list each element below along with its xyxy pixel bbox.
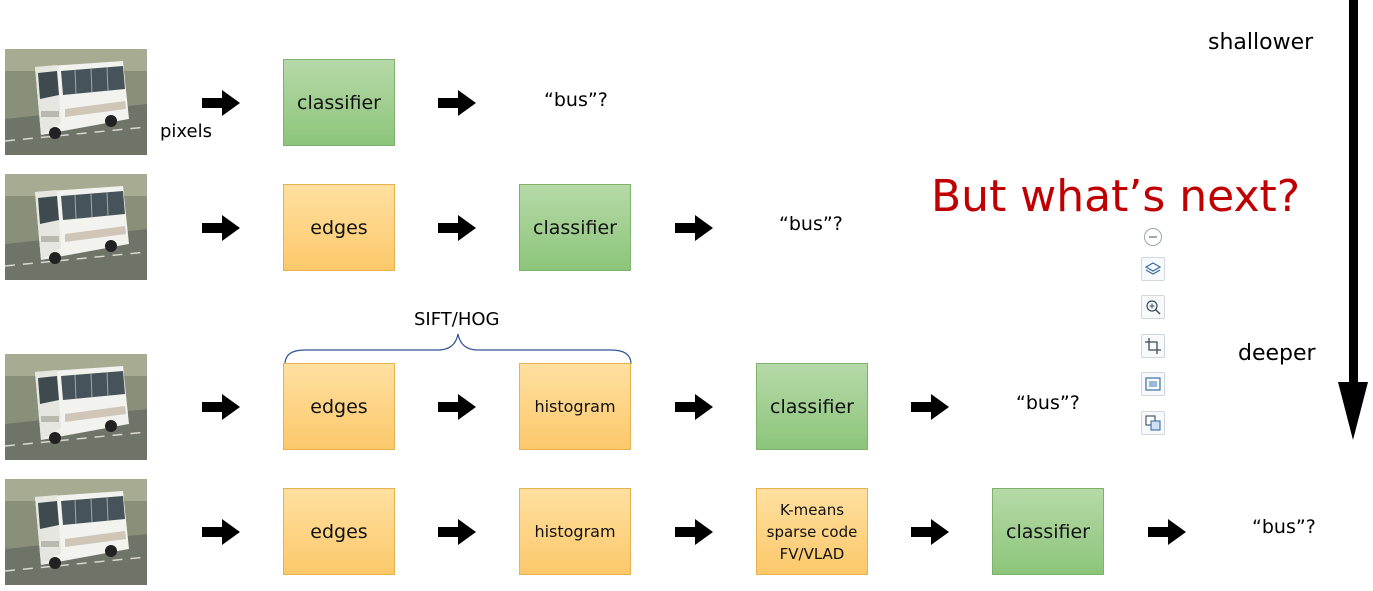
histogram-box: histogram xyxy=(519,488,631,575)
arrow-right-icon xyxy=(438,394,476,420)
arrow-right-icon xyxy=(675,519,713,545)
arrow-right-icon xyxy=(911,394,949,420)
classifier-box: classifier xyxy=(519,184,631,271)
edges-box: edges xyxy=(283,363,395,450)
arrow-right-icon xyxy=(675,394,713,420)
bus-photo xyxy=(5,479,147,585)
depth-arrow xyxy=(1338,0,1368,440)
box-label: classifier xyxy=(1006,520,1090,543)
bus-photo xyxy=(5,174,147,280)
box-label: classifier xyxy=(297,91,381,114)
compare-icon[interactable] xyxy=(1141,411,1165,435)
bus-photo xyxy=(5,49,147,155)
output-label: “bus”? xyxy=(1252,516,1316,538)
arrow-right-icon xyxy=(202,519,240,545)
arrow-right-icon xyxy=(202,215,240,241)
bus-photo xyxy=(5,354,147,460)
box-label: classifier xyxy=(770,395,854,418)
edges-box: edges xyxy=(283,488,395,575)
shallower-label: shallower xyxy=(1208,30,1314,55)
crop-icon[interactable] xyxy=(1141,334,1165,358)
layers-icon[interactable] xyxy=(1141,257,1165,281)
box-label: edges xyxy=(310,216,368,239)
deeper-label: deeper xyxy=(1238,341,1316,366)
output-label: “bus”? xyxy=(544,89,608,111)
arrow-right-icon xyxy=(438,215,476,241)
output-label: “bus”? xyxy=(1016,392,1080,414)
classifier-box: classifier xyxy=(992,488,1104,575)
box-label: edges xyxy=(310,520,368,543)
arrow-right-icon xyxy=(438,90,476,116)
classifier-box: classifier xyxy=(756,363,868,450)
box-label: histogram xyxy=(534,522,616,541)
pixels-label: pixels xyxy=(160,121,212,142)
box-label: K-means sparse code FV/VLAD xyxy=(766,500,858,563)
box-label: edges xyxy=(310,395,368,418)
arrow-right-icon xyxy=(1148,519,1186,545)
histogram-box: histogram xyxy=(519,363,631,450)
output-label: “bus”? xyxy=(779,213,843,235)
headline: But what’s next? xyxy=(931,171,1301,222)
sift-hog-label: SIFT/HOG xyxy=(414,309,500,330)
edges-box: edges xyxy=(283,184,395,271)
collapse-icon[interactable] xyxy=(1144,228,1162,246)
arrow-right-icon xyxy=(202,394,240,420)
box-label: classifier xyxy=(533,216,617,239)
arrow-right-icon xyxy=(438,519,476,545)
classifier-box: classifier xyxy=(283,59,395,146)
arrow-right-icon xyxy=(675,215,713,241)
encoding-box: K-means sparse code FV/VLAD xyxy=(756,488,868,575)
box-label: histogram xyxy=(534,397,616,416)
brace xyxy=(284,333,632,365)
fit-image-icon[interactable] xyxy=(1141,372,1165,396)
zoom-in-icon[interactable] xyxy=(1141,295,1165,319)
arrow-right-icon xyxy=(202,90,240,116)
arrow-right-icon xyxy=(911,519,949,545)
